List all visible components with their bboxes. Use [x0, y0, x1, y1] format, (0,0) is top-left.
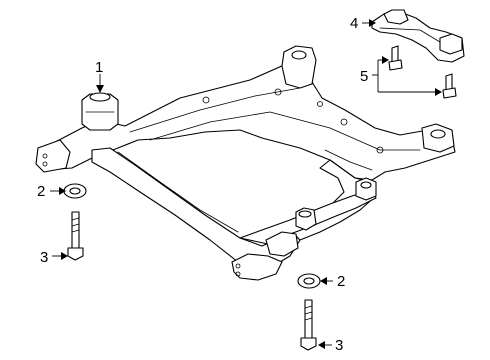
washer-right	[297, 273, 321, 289]
callout-3-right: 3	[335, 337, 343, 354]
front-subframe	[35, 45, 456, 281]
leader-lines	[50, 19, 442, 349]
callout-3-left: 3	[40, 249, 48, 266]
callout-2-left: 2	[37, 183, 45, 200]
long-bolt-left	[67, 211, 84, 261]
mount-bracket	[371, 9, 465, 63]
washer-left	[63, 183, 87, 199]
callout-4: 4	[350, 15, 358, 32]
callout-1: 1	[95, 59, 103, 76]
bracket-bolt-upper	[388, 45, 403, 71]
callout-2-right: 2	[337, 273, 345, 290]
long-bolt-right	[300, 299, 317, 351]
callout-5: 5	[360, 68, 368, 85]
bracket-bolt-lower	[442, 73, 457, 99]
